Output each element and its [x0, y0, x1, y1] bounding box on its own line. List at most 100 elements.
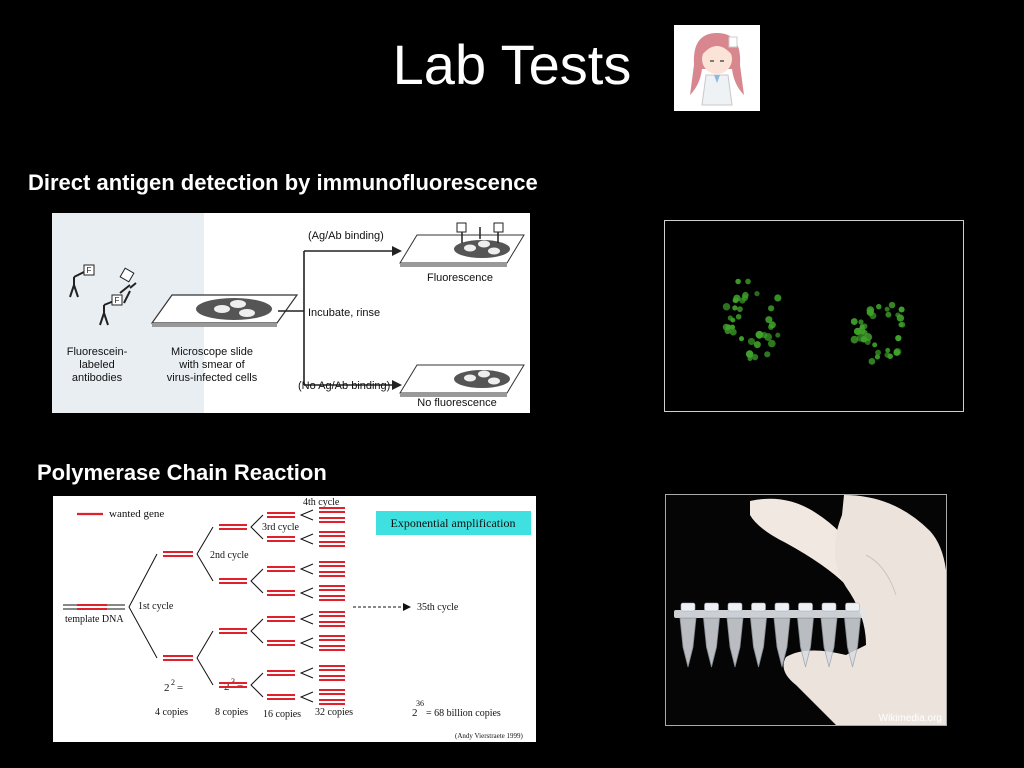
fluor-speck-0-4 — [742, 291, 749, 299]
c8-exp: 3 — [231, 677, 235, 686]
pcr-tube-5 — [797, 602, 814, 668]
fluor-speck-0-31 — [768, 324, 774, 330]
template-label: template DNA — [65, 614, 124, 625]
pcr-copy-c3-7 — [267, 694, 295, 700]
big-exp: 36 — [416, 699, 424, 708]
fluor-speck-0-23 — [732, 297, 738, 303]
fluor-speck-1-30 — [874, 354, 881, 360]
cycle3-label: 3rd cycle — [262, 522, 299, 533]
copies8: 8 copies — [215, 707, 248, 718]
pcr-copy-c4-14 — [319, 689, 345, 695]
pcr-copy-c2-1 — [219, 578, 247, 584]
anime-girl-icon — [674, 25, 760, 111]
pcr-copy-c4-1 — [319, 517, 345, 523]
fluor-speck-0-26 — [765, 316, 773, 324]
antibody-icon — [69, 270, 137, 326]
pcr-copy-c4-0 — [319, 507, 345, 513]
fluor-speck-1-16 — [885, 311, 892, 318]
pcr-tube-6 — [820, 602, 838, 668]
pcr-copy-c2-3 — [219, 682, 247, 688]
branch-cycle3-0 — [250, 514, 264, 540]
label-binding: (Ag/Ab binding) — [308, 230, 384, 242]
branch-cycle2-0 — [196, 526, 214, 582]
label-no-binding: (No Ag/Ab binding) — [298, 380, 390, 392]
fluor-speck-1-14 — [887, 353, 893, 360]
pcr-tube-3 — [750, 602, 767, 668]
c4-eq: = — [177, 682, 183, 694]
fluor-speck-1-18 — [861, 329, 868, 336]
branch-cycle4-0 — [299, 509, 314, 521]
fluor-speck-0-36 — [745, 278, 751, 285]
glove-hand — [783, 495, 946, 725]
fluor-speck-0-9 — [732, 305, 738, 311]
label-slide-3: virus-infected cells — [167, 372, 258, 384]
fluor-speck-0-21 — [753, 341, 761, 349]
branch-cycle4-3 — [299, 587, 314, 599]
label-antibodies-3: antibodies — [72, 372, 123, 384]
big-base: 2 — [412, 707, 418, 719]
branch-cycle4-1 — [299, 533, 314, 545]
fluor-speck-0-32 — [754, 290, 760, 297]
fluor-speck-0-1 — [729, 324, 736, 330]
pcr-tube-2 — [726, 602, 744, 668]
label-incubate: Incubate, rinse — [308, 307, 380, 319]
branch-cycle1 — [128, 553, 158, 659]
fluor-speck-0-15 — [768, 305, 775, 312]
fluor-speck-0-27 — [735, 278, 741, 285]
pcr-copy-c3-6 — [267, 670, 295, 676]
pcr-tube-1 — [703, 602, 720, 668]
fluor-speck-1-32 — [858, 319, 864, 325]
fluor-speck-0-13 — [761, 331, 768, 339]
fluor-speck-0-10 — [738, 336, 745, 342]
fluor-speck-1-21 — [864, 338, 871, 345]
label-fluorescence: Fluorescence — [427, 272, 493, 284]
c4-base: 2 — [164, 682, 170, 694]
pcr-copy-c3-4 — [267, 616, 295, 622]
fluor-speck-0-37 — [775, 332, 781, 338]
pcr-copy-c3-0 — [267, 512, 295, 518]
fluor-speck-0-22 — [747, 356, 753, 362]
pcr-copy-c3-3 — [267, 590, 295, 596]
fluor-speck-1-31 — [899, 321, 906, 328]
copies4: 4 copies — [155, 707, 188, 718]
branch-cycle3-1 — [250, 568, 264, 594]
pcr-tube-4 — [773, 602, 791, 668]
fluor-tag-3 — [119, 267, 135, 283]
pcr-copy-c4-2 — [319, 531, 345, 537]
branch-cycle4-7 — [299, 691, 314, 703]
fluor-speck-0-17 — [747, 337, 756, 346]
fluor-speck-1-4 — [850, 335, 859, 344]
branch-cycle4-2 — [299, 563, 314, 575]
pcr-copy-c4-8 — [319, 611, 345, 617]
pcr-diagram: wanted gene Exponential amplification te… — [53, 496, 536, 742]
pcr-copy-c4-13 — [319, 675, 345, 681]
fluor-speck-1-6 — [850, 318, 858, 325]
fluor-speck-0-18 — [745, 350, 754, 358]
fluor-speck-0-20 — [736, 306, 743, 313]
pcr-copy-c4-11 — [319, 645, 345, 651]
pcr-copy-c4-6 — [319, 585, 345, 591]
section-heading-pcr: Polymerase Chain Reaction — [37, 460, 327, 485]
cycle1-label: 1st cycle — [138, 601, 174, 612]
fluor-speck-1-28 — [875, 349, 881, 356]
pcr-copy-c1-0 — [163, 551, 193, 557]
label-no-fluorescence: No fluorescence — [417, 397, 497, 409]
photo-credit: Wikimedia.org — [879, 713, 942, 724]
cycle2-label: 2nd cycle — [210, 550, 249, 561]
copies16: 16 copies — [263, 709, 301, 720]
label-antibodies-2: labeled — [79, 359, 114, 371]
fluor-speck-1-29 — [896, 314, 905, 322]
branch-cycle3-2 — [250, 618, 264, 644]
pcr-copy-c4-12 — [319, 665, 345, 671]
fluor-speck-1-24 — [876, 303, 882, 310]
fluor-tag-label-1: F — [87, 266, 92, 275]
cycle4-label: 4th cycle — [303, 497, 340, 508]
fluor-speck-1-27 — [893, 349, 901, 356]
copies32: 32 copies — [315, 707, 353, 718]
big-rest: = 68 billion copies — [426, 708, 501, 719]
pcr-copy-c4-10 — [319, 635, 345, 641]
pcr-credit: (Andy Vierstraete 1999) — [455, 732, 524, 740]
pcr-copy-c2-0 — [219, 524, 247, 530]
fluor-speck-0-19 — [774, 294, 782, 302]
pcr-copy-c1-1 — [163, 655, 193, 661]
